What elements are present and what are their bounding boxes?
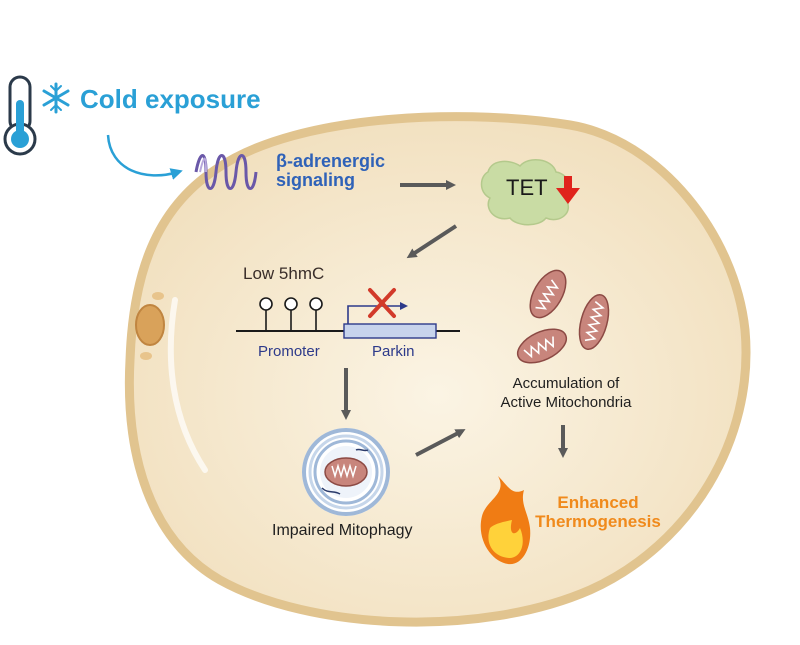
mitophagy-to-mitochondria-arrow [415,429,466,457]
accumulation-mitochondria-label: Accumulation of Active Mitochondria [486,374,646,412]
cold-to-receptor-arrow [106,134,183,180]
enhanced-thermogenesis-label: Enhanced Thermogenesis [528,493,668,531]
tet-protein-blob [480,159,571,226]
impaired-mitophagy-label: Impaired Mitophagy [272,522,413,539]
cold-exposure-label: Cold exposure [80,84,261,114]
parkin-label: Parkin [372,343,415,360]
accumulation-line2: Active Mitochondria [500,394,632,411]
beta-adrenergic-signaling-label: β-adrenergic signaling [276,152,385,190]
snowflake-icon [42,82,70,114]
thermometer-icon [3,75,37,156]
adipocyte-cell [124,112,751,627]
promoter-label: Promoter [258,343,320,360]
methylation-lollipops [259,297,323,331]
beta-adrenergic-receptor-icon [194,154,258,190]
down-arrow-icon [556,176,580,204]
nucleus [135,292,165,360]
mitochondria-cluster-icon [516,269,610,364]
cell-highlight [167,297,208,473]
beta-adrenergic-line1: β-adrenergic [276,151,386,171]
autophagosome-icon [302,428,390,516]
low-5hmc-label: Low 5hmC [243,264,325,283]
enhanced-line2: Thermogenesis [535,512,661,531]
parkin-gene-box [343,323,437,339]
tet-to-gene-arrow [406,224,458,259]
flame-icon [480,476,531,565]
parkin-gene-locus [236,288,460,339]
enhanced-line1: Enhanced [557,493,639,512]
accumulation-line1: Accumulation of [512,375,620,392]
tet-label: TET [506,175,548,200]
blocked-transcription-cross-icon [368,288,396,318]
beta-adrenergic-line2: signaling [276,170,356,190]
